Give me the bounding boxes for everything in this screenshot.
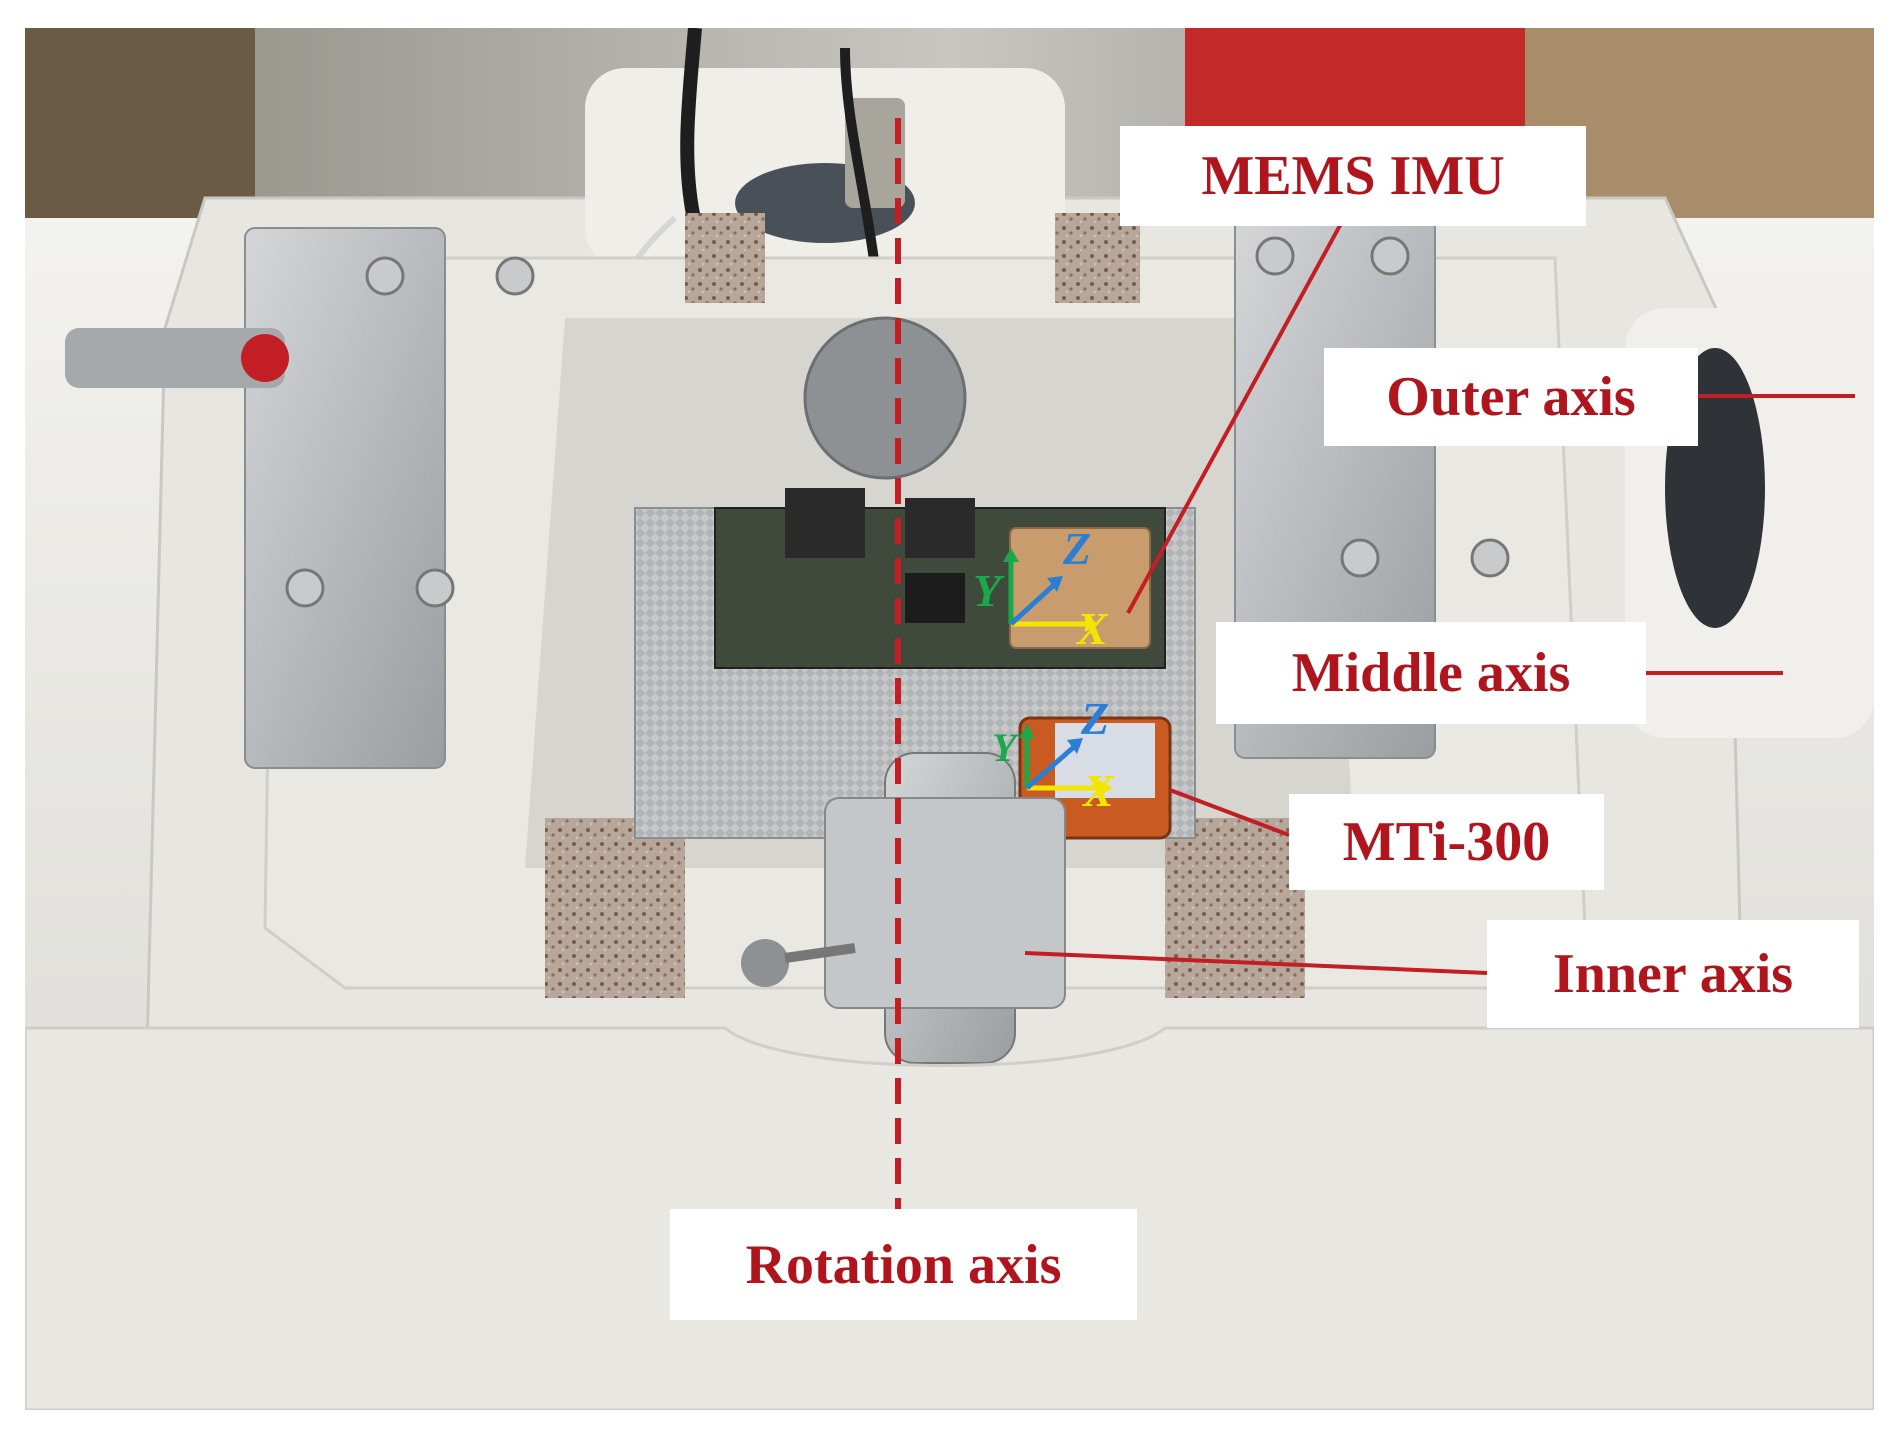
rusty-plate bbox=[545, 818, 685, 998]
bolt bbox=[365, 256, 405, 296]
outer-axis-label: Outer axis bbox=[1324, 348, 1698, 446]
inner-axis-label: Inner axis bbox=[1487, 920, 1859, 1028]
mti-300-label-text: MTi-300 bbox=[1289, 794, 1604, 890]
chip bbox=[905, 573, 965, 623]
bolt bbox=[495, 256, 535, 296]
y-axis-arrowhead bbox=[1019, 724, 1035, 738]
connector-cable bbox=[840, 47, 880, 269]
x-axis-arrowhead bbox=[1099, 780, 1113, 796]
bolt bbox=[285, 568, 325, 608]
rusty-plate bbox=[1165, 818, 1305, 998]
mems-y-letter: Y bbox=[973, 565, 1002, 616]
leader-line bbox=[1024, 951, 1488, 975]
bolt bbox=[1370, 236, 1410, 276]
left-handle bbox=[65, 328, 285, 388]
bolt bbox=[1255, 236, 1295, 276]
rotation-axis-label: Rotation axis bbox=[670, 1209, 1137, 1320]
x-axis-arrowhead bbox=[1085, 616, 1099, 632]
rusty-plate bbox=[1055, 213, 1140, 303]
circular-plate bbox=[803, 316, 967, 480]
db9-connector bbox=[905, 498, 975, 558]
y-axis-arrowhead bbox=[1003, 548, 1019, 562]
middle-axis-label: Middle axis bbox=[1216, 622, 1646, 724]
mems-imu-label: MEMS IMU bbox=[1120, 126, 1586, 226]
mems-x-letter: X bbox=[1077, 603, 1108, 654]
turntable-photo: Y Z X Y Z X MEMS IMU Outer axis Middle a… bbox=[25, 28, 1874, 1410]
z-axis-arrow bbox=[1009, 582, 1057, 626]
db9-connector bbox=[785, 488, 865, 558]
turntable-scene bbox=[25, 28, 1874, 1410]
clamp-handle bbox=[784, 943, 856, 963]
left-aluminum-block bbox=[244, 227, 446, 769]
mti-x-letter: X bbox=[1083, 765, 1114, 816]
leader-line bbox=[1126, 197, 1357, 614]
red-button bbox=[241, 334, 289, 382]
z-axis-arrowhead bbox=[1047, 576, 1063, 592]
rusty-plate bbox=[685, 213, 765, 303]
coordinate-frame-icon bbox=[1003, 548, 1099, 632]
clamp-handle-knob bbox=[741, 939, 789, 987]
mti-z-letter: Z bbox=[1081, 693, 1110, 744]
bolt bbox=[415, 568, 455, 608]
z-axis-arrow bbox=[1025, 744, 1077, 790]
z-axis-arrowhead bbox=[1067, 738, 1083, 754]
coordinate-frame-icon bbox=[1019, 724, 1113, 796]
bolt bbox=[1470, 538, 1510, 578]
mti-y-letter: Y bbox=[992, 725, 1017, 770]
leader-line bbox=[1169, 788, 1290, 837]
inner-axis-clamp bbox=[824, 797, 1066, 1009]
mems-z-letter: Z bbox=[1063, 523, 1092, 574]
bolt bbox=[1340, 538, 1380, 578]
